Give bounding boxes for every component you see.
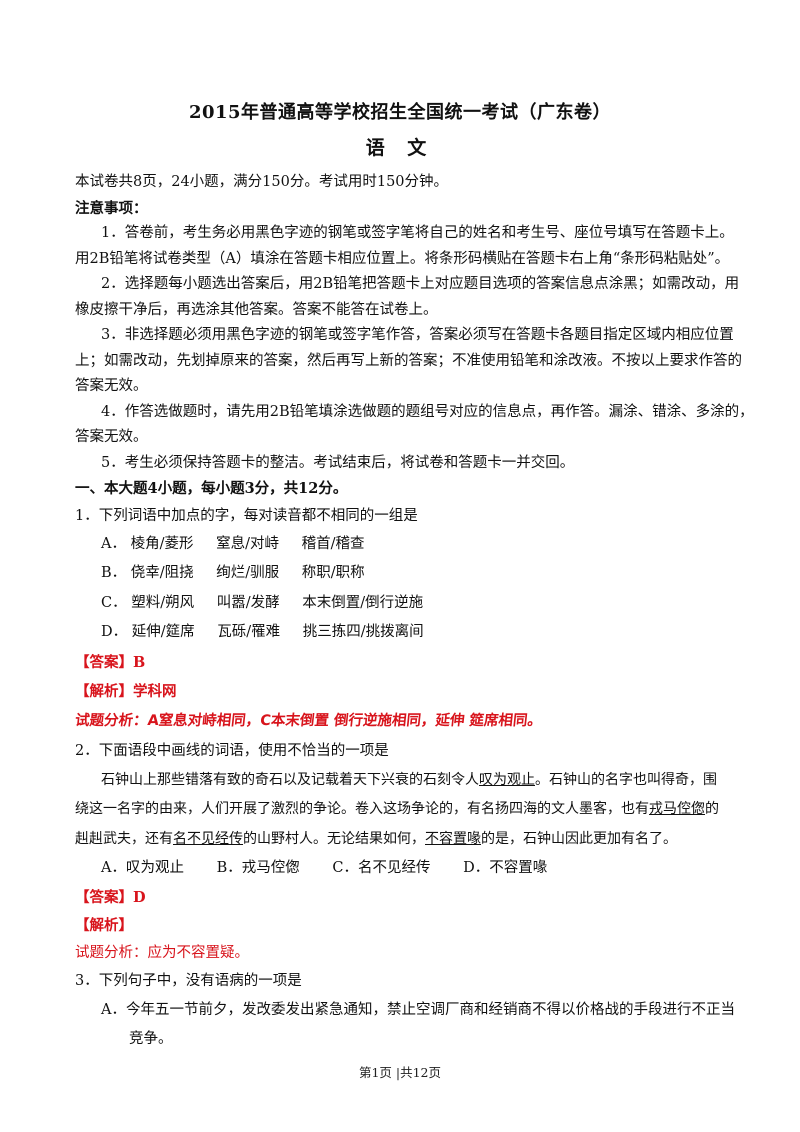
- notice-line: 答案无效。: [75, 429, 148, 445]
- section-heading: 一、本大题4小题，每小题3分，共12分。: [75, 480, 348, 497]
- question-2-stem: 2．下面语段中画线的词语，使用不恰当的一项是: [75, 742, 389, 759]
- q2-passage: 石钟山上那些错落有致的奇石以及记载着天下兴衰的石刻令人叹为观止。石钟山的名字也叫…: [75, 766, 735, 796]
- q3-option-a-cont: 竞争。: [129, 1030, 173, 1047]
- q1-option-a: A． 棱角/菱形 窒息/对峙 稽首/稽查: [75, 530, 735, 560]
- q2-passage-line: 绕这一名字的由来，人们开展了激烈的争论。卷入这场争论的，有名扬四海的文人墨客，也…: [75, 795, 735, 825]
- notice-line: 用2B铅笔将试卷类型（A）填涂在答题卡相应位置上。将条形码横贴在答题卡右上角“条…: [75, 250, 730, 267]
- notice-line: 上；如需改动，先划掉原来的答案，然后再写上新的答案；不准使用铅笔和涂改液。不按以…: [75, 352, 742, 369]
- option-item: 延伸/筵席: [131, 624, 195, 640]
- notice-line: 5．考生必须保持答题卡的整洁。考试结束后，将试卷和答题卡一并交回。: [101, 454, 575, 471]
- notice-line: 橡皮擦干净后，再选涂其他答案。答案不能答在试卷上。: [75, 301, 438, 318]
- option-label: D．: [101, 624, 128, 640]
- intro-text: 本试卷共8页，24小题，满分150分。考试用时150分钟。: [75, 174, 449, 190]
- underlined-phrase: 不容置喙: [425, 830, 481, 847]
- option-label: D．: [463, 860, 490, 876]
- passage-text: 绕这一名字的由来，人们开展了激烈的争论。卷入这场争论的，有名扬四海的文人墨客，也…: [75, 801, 649, 817]
- notice-line: 2．选择题每小题选出答案后，用2B铅笔把答题卡上对应题目选项的答案信息点涂黑；如…: [101, 276, 740, 292]
- q1-answer: 【答案】B: [75, 653, 146, 671]
- option-item: 称职/职称: [301, 565, 365, 581]
- option-item: 本末倒置/倒行逆施: [302, 594, 424, 611]
- option-item: 稽首/稽查: [301, 535, 365, 552]
- option-label: C．: [332, 860, 358, 876]
- option-label: B．: [216, 860, 242, 876]
- q2-answer: 【答案】D: [75, 888, 146, 906]
- q1-analysis-detail: 试题分析：A窒息对峙相同，C本末倒置 倒行逆施相同，延伸 筵席相同。: [74, 712, 543, 729]
- passage-text: 的山野村人。无论结果如何，: [243, 830, 425, 847]
- notice-heading: 注意事项：: [75, 199, 148, 217]
- option-item: 棱角/菱形: [130, 535, 194, 552]
- option-label: B．: [101, 565, 127, 581]
- option-item: 不容置喙: [489, 860, 548, 876]
- option-item: 塑料/朔风: [131, 594, 195, 611]
- q1-option-d: D． 延伸/筵席 瓦砾/罹难 挑三拣四/挑拨离间: [75, 618, 735, 648]
- underlined-phrase: 戎马倥偬: [649, 801, 705, 817]
- option-label: C．: [101, 594, 127, 611]
- page-footer: 第1页 |共12页: [358, 1065, 442, 1080]
- option-item: 戎马倥偬: [241, 860, 300, 876]
- notice-line: 4．作答选做题时，请先用2B铅笔填涂选做题的题组号对应的信息点，再作答。漏涂、错…: [101, 403, 754, 420]
- option-item: 窒息/对峙: [216, 535, 279, 552]
- q2-options: A．叹为观止 B．戎马倥偬 C．名不见经传 D．不容置喙: [75, 854, 735, 884]
- passage-text: 石钟山上那些错落有致的奇石以及记载着天下兴衰的石刻令人: [101, 771, 479, 788]
- q2-passage-line: 赳赳武夫，还有名不见经传的山野村人。无论结果如何，不容置喙的是，石钟山因此更加有…: [75, 825, 735, 855]
- exam-title: 2015年普通高等学校招生全国统一考试（广东卷）: [188, 102, 612, 123]
- option-item: 绚烂/驯服: [216, 565, 280, 581]
- passage-text: 的是，石钟山因此更加有名了。: [481, 830, 677, 847]
- notice-line: 3．非选择题必须用黑色字迹的钢笔或签字笔作答，答案必须写在答题卡各题目指定区域内…: [101, 327, 734, 343]
- underlined-phrase: 名不见经传: [173, 830, 243, 847]
- option-item: 侥幸/阻挠: [130, 565, 194, 581]
- option-item: 叫嚣/发酵: [216, 594, 280, 611]
- q1-option-c: C． 塑料/朔风 叫嚣/发酵 本末倒置/倒行逆施: [75, 589, 735, 619]
- option-item: 名不见经传: [357, 860, 431, 876]
- option-item: 瓦砾/罹难: [217, 624, 281, 640]
- option-item: 叹为观止: [125, 860, 184, 876]
- notice-line: 答案无效。: [75, 378, 148, 394]
- q2-analysis-detail: 试题分析：应为不容置疑。: [75, 944, 249, 961]
- question-1-stem: 1．下列词语中加点的字，每对读音都不相同的一组是: [75, 507, 418, 524]
- q3-option-a: A．今年五一节前夕，发改委发出紧急通知，禁止空调厂商和经销商不得以价格战的手段进…: [101, 1001, 735, 1018]
- exam-content: 本试卷共8页，24小题，满分150分。考试用时150分钟。 注意事项： 1．答卷…: [74, 170, 754, 1053]
- underlined-phrase: 叹为观止: [479, 771, 535, 788]
- option-label: A．: [101, 860, 126, 876]
- question-3-stem: 3．下列句子中，没有语病的一项是: [75, 972, 302, 989]
- q1-option-b: B． 侥幸/阻挠 绚烂/驯服 称职/职称: [75, 559, 735, 589]
- notice-line: 1．答卷前，考生务必用黑色字迹的钢笔或签字笔将自己的姓名和考生号、座位号填写在答…: [101, 225, 734, 241]
- passage-text: 的: [705, 801, 719, 817]
- passage-text: 。石钟山的名字也叫得奇，围: [535, 771, 717, 788]
- option-label: A．: [101, 535, 126, 552]
- option-item: 挑三拣四/挑拨离间: [302, 624, 424, 640]
- subject-title: 语 文: [365, 137, 435, 159]
- passage-text: 赳赳武夫，还有: [75, 830, 173, 847]
- q2-analysis-label: 【解析】: [75, 916, 133, 934]
- q1-analysis-label: 【解析】学科网: [75, 682, 177, 700]
